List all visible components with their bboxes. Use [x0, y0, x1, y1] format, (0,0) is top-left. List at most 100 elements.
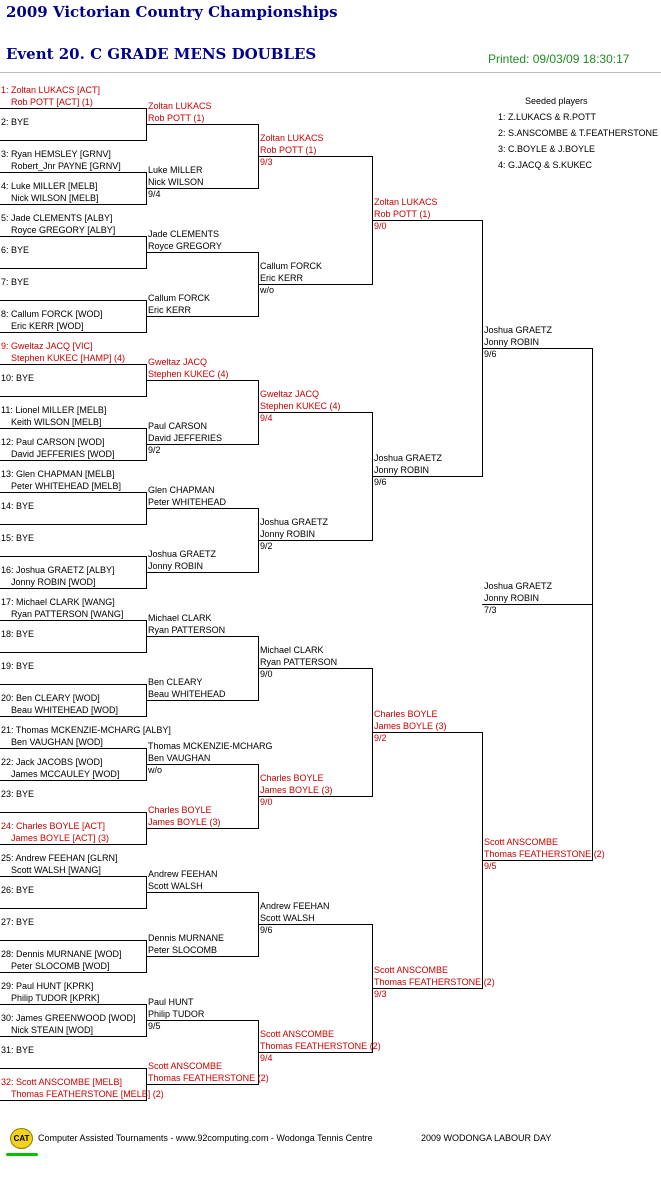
match-winner-partner: Scott WALSH — [260, 913, 315, 923]
match-winner-partner: Eric KERR — [148, 305, 192, 315]
header-divider — [0, 72, 661, 73]
draw-entry-player: 25: Andrew FEEHAN [GLRN] — [1, 853, 118, 863]
match-winner-partner: Stephen KUKEC (4) — [148, 369, 229, 379]
match-winner-player: Paul CARSON — [148, 421, 208, 431]
draw-entry-player: 18: BYE — [1, 629, 35, 639]
draw-line — [146, 636, 258, 637]
draw-line — [0, 812, 146, 813]
match-winner-partner: James BOYLE (3) — [148, 817, 221, 827]
match-score: 9/6 — [260, 925, 273, 935]
draw-line — [0, 204, 146, 205]
draw-entry-partner: Royce GREGORY [ALBY] — [11, 225, 116, 235]
match-winner-player: Dennis MURNANE — [148, 933, 225, 943]
match-winner-partner: Jonny ROBIN — [374, 465, 430, 475]
draw-line — [258, 924, 372, 925]
draw-entry-partner: Thomas FEATHERSTONE [MELB] (2) — [11, 1089, 164, 1099]
match-winner-partner: Jonny ROBIN — [148, 561, 204, 571]
draw-line — [146, 1020, 258, 1021]
draw-line — [146, 316, 258, 317]
match-winner-player: Joshua GRAETZ — [260, 517, 329, 527]
draw-line — [0, 300, 146, 301]
final-score: 7/3 — [484, 605, 497, 615]
match-winner-partner: Ben VAUGHAN — [148, 753, 211, 763]
match-score: 9/2 — [260, 541, 273, 551]
match-winner-player: Michael CLARK — [260, 645, 324, 655]
match-score: w/o — [260, 285, 275, 295]
championship-title: 2009 Victorian Country Championships — [6, 3, 338, 21]
match-winner-player: Joshua GRAETZ — [484, 325, 553, 335]
draw-line — [146, 828, 258, 829]
draw-line — [0, 108, 146, 109]
draw-line — [372, 732, 482, 733]
match-winner-partner: Ryan PATTERSON — [260, 657, 338, 667]
match-score: 9/2 — [148, 445, 161, 455]
draw-line — [0, 972, 146, 973]
match-winner-partner: Rob POTT (1) — [374, 209, 431, 219]
logo-underline — [6, 1153, 38, 1156]
champion-partner: Jonny ROBIN — [484, 593, 540, 603]
match-winner-player: Callum FORCK — [260, 261, 323, 271]
draw-line — [146, 700, 258, 701]
draw-entry-player: 6: BYE — [1, 245, 30, 255]
draw-entry-partner: Ryan PATTERSON [WANG] — [11, 609, 124, 619]
match-winner-partner: Beau WHITEHEAD — [148, 689, 226, 699]
match-winner-partner: Stephen KUKEC (4) — [260, 401, 341, 411]
draw-line — [0, 460, 146, 461]
draw-entry-partner: Stephen KUKEC [HAMP] (4) — [11, 353, 126, 363]
draw-entry-partner: David JEFFERIES [WOD] — [11, 449, 115, 459]
seed-item: 3: C.BOYLE & J.BOYLE — [498, 144, 596, 154]
draw-entry-player: 30: James GREENWOOD [WOD] — [1, 1013, 136, 1023]
draw-entry-player: 32: Scott ANSCOMBE [MELB] — [1, 1077, 123, 1087]
cat-logo: CAT — [10, 1128, 33, 1149]
draw-line — [0, 172, 146, 173]
draw-line — [258, 156, 372, 157]
match-winner-player: Zoltan LUKACS — [374, 197, 438, 207]
match-winner-partner: Ryan PATTERSON — [148, 625, 226, 635]
match-winner-player: Gweltaz JACQ — [260, 389, 320, 399]
draw-line — [146, 956, 258, 957]
match-score: 9/3 — [374, 989, 387, 999]
draw-entry-partner: James MCCAULEY [WOD] — [11, 769, 120, 779]
draw-line — [0, 428, 146, 429]
draw-entry-partner: Peter WHITEHEAD [MELB] — [11, 481, 122, 491]
match-score: 9/0 — [260, 797, 273, 807]
draw-line — [372, 988, 482, 989]
match-winner-partner: Jonny ROBIN — [484, 337, 540, 347]
match-score: w/o — [148, 765, 163, 775]
draw-line — [0, 652, 146, 653]
match-score: 9/4 — [260, 1053, 273, 1063]
draw-line — [0, 1100, 146, 1101]
draw-line — [0, 1004, 146, 1005]
match-winner-player: Charles BOYLE — [260, 773, 324, 783]
draw-line — [0, 332, 146, 333]
match-score: 9/6 — [374, 477, 387, 487]
match-winner-player: Callum FORCK — [148, 293, 211, 303]
match-winner-player: Glen CHAPMAN — [148, 485, 215, 495]
draw-line — [0, 396, 146, 397]
draw-entry-player: 22: Jack JACOBS [WOD] — [1, 757, 103, 767]
match-winner-player: Zoltan LUKACS — [260, 133, 324, 143]
draw-line — [146, 252, 258, 253]
draw-entry-player: 9: Gweltaz JACQ [VIC] — [1, 341, 93, 351]
match-winner-player: Luke MILLER — [148, 165, 203, 175]
draw-line — [0, 748, 146, 749]
draw-entry-player: 28: Dennis MURNANE [WOD] — [1, 949, 122, 959]
draw-entry-player: 20: Ben CLEARY [WOD] — [1, 693, 100, 703]
draw-entry-partner: Jonny ROBIN [WOD] — [11, 577, 96, 587]
draw-entry-player: 5: Jade CLEMENTS [ALBY] — [1, 213, 113, 223]
draw-line — [0, 236, 146, 237]
draw-entry-player: 14: BYE — [1, 501, 35, 511]
match-winner-partner: Thomas FEATHERSTONE (2) — [484, 849, 605, 859]
draw-entry-partner: Scott WALSH [WANG] — [11, 865, 101, 875]
draw-line — [146, 572, 258, 573]
match-winner-player: Andrew FEEHAN — [260, 901, 330, 911]
match-winner-partner: Peter WHITEHEAD — [148, 497, 227, 507]
draw-entry-player: 10: BYE — [1, 373, 35, 383]
match-winner-partner: David JEFFERIES — [148, 433, 223, 443]
draw-entry-player: 15: BYE — [1, 533, 35, 543]
match-winner-partner: Rob POTT (1) — [148, 113, 205, 123]
draw-entry-partner: Nick WILSON [MELB] — [11, 193, 99, 203]
draw-entry-partner: Ben VAUGHAN [WOD] — [11, 737, 103, 747]
draw-line — [482, 604, 592, 605]
